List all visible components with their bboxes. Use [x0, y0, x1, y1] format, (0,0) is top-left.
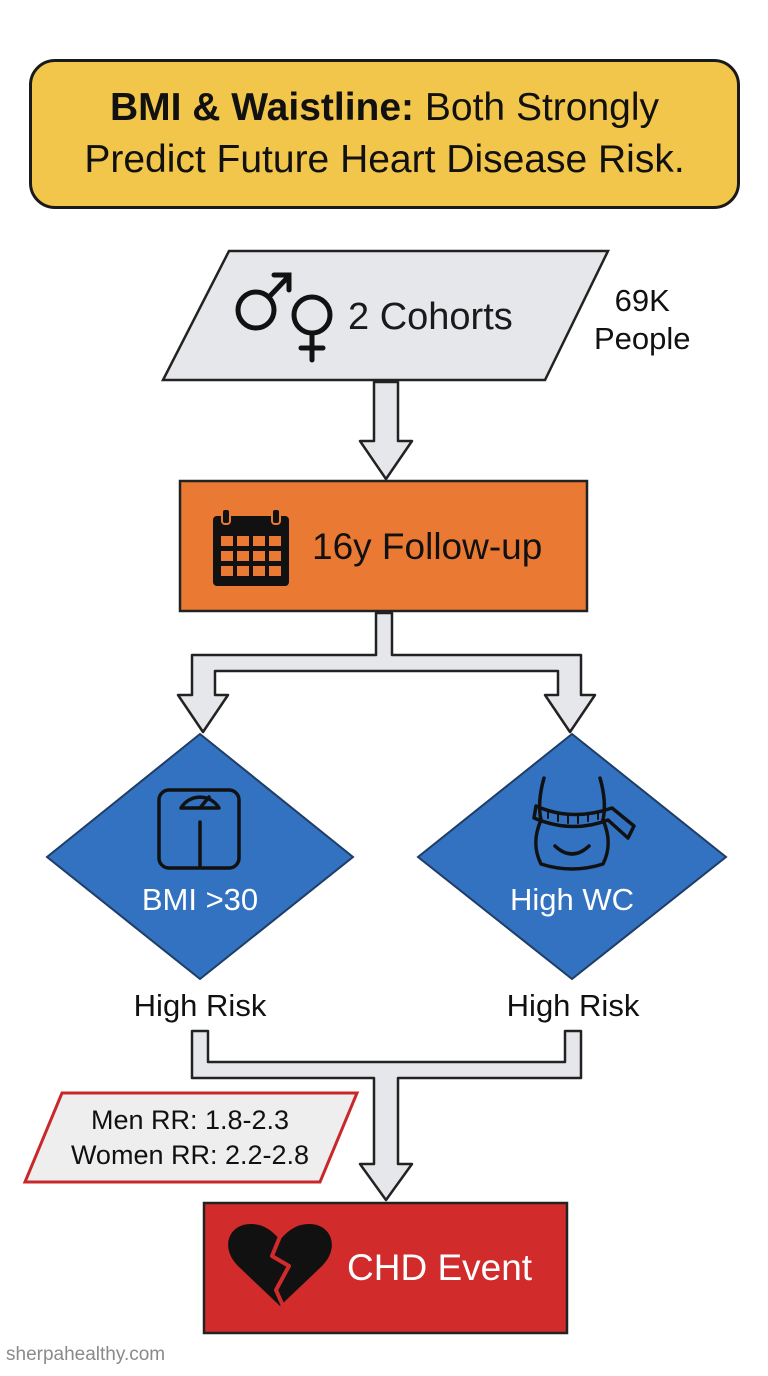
split-connector	[176, 611, 597, 734]
broken-heart-icon	[228, 1224, 332, 1308]
followup-label: 16y Follow-up	[312, 526, 543, 567]
title-rest-line-1: Both Strongly	[414, 86, 660, 129]
wc-diamond	[416, 732, 728, 981]
women-rr: Women RR: 2.2-2.8	[70, 1140, 310, 1170]
population-note: 69K People	[594, 282, 691, 358]
footer-watermark: sherpahealthy.com	[6, 1344, 166, 1365]
bmi-outcome-label: High Risk	[133, 988, 267, 1023]
male-female-icon	[235, 272, 333, 363]
cohorts-label: 2 Cohorts	[348, 296, 513, 338]
wc-outcome-label: High Risk	[506, 988, 640, 1023]
bmi-label: BMI >30	[141, 882, 259, 917]
relative-risk-text: Men RR: 1.8-2.3 Women RR: 2.2-2.8	[50, 1103, 330, 1173]
wc-label: High WC	[509, 882, 634, 917]
title-line-2: Predict Future Heart Disease Risk.	[84, 138, 685, 181]
scale-icon	[157, 788, 241, 870]
cohorts-parallelogram	[160, 249, 611, 382]
population-count: 69K	[614, 283, 670, 318]
arrow-cohorts-to-followup	[358, 380, 414, 481]
men-rr: Men RR: 1.8-2.3	[90, 1105, 290, 1135]
title-line-1: BMI & Waistline: Both Strongly	[110, 82, 659, 134]
chd-event-label: CHD Event	[347, 1247, 533, 1288]
rr-parallelogram	[22, 1091, 360, 1184]
title-banner: BMI & Waistline: Both Strongly Predict F…	[29, 59, 740, 209]
population-unit: People	[594, 321, 691, 356]
calendar-icon	[213, 508, 289, 586]
title-bold-part: BMI & Waistline:	[109, 86, 415, 129]
waist-tape-icon	[532, 776, 636, 871]
merge-connector	[190, 1029, 583, 1202]
